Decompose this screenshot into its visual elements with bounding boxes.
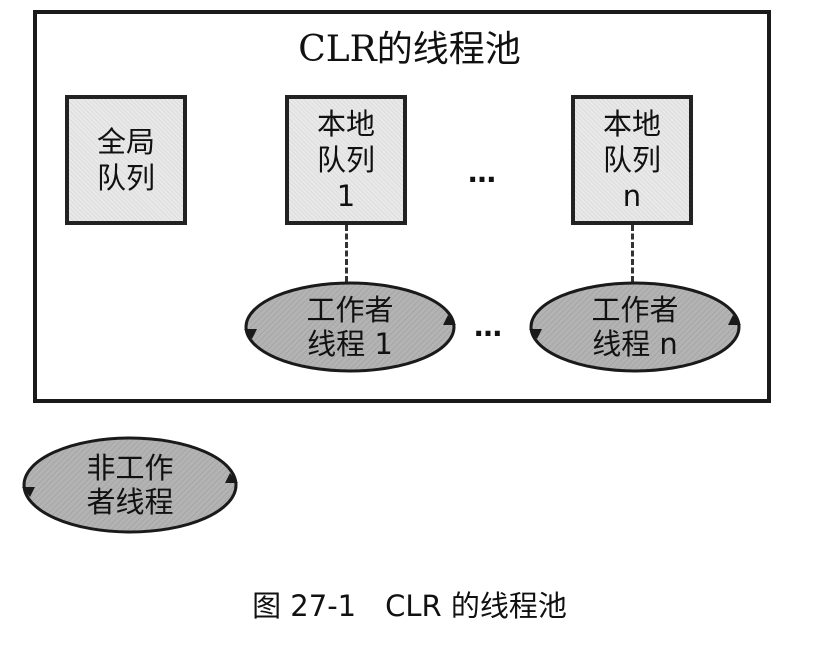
worker-thread-1-label-line2: 线程 1 bbox=[307, 327, 393, 361]
global-queue-label-line1: 全局 bbox=[96, 125, 155, 159]
local-queue-1-label-line2: 队列 bbox=[316, 143, 375, 177]
worker-thread-n-label-line2: 线程 n bbox=[592, 327, 678, 361]
worker-thread-n: 工作者 线程 n bbox=[527, 279, 743, 375]
worker-thread-1-label-line1: 工作者 bbox=[306, 293, 394, 327]
non-worker-thread-label-line2: 者线程 bbox=[86, 485, 174, 519]
local-queue-n-label-line1: 本地 bbox=[602, 107, 661, 141]
worker-thread-n-label-line1: 工作者 bbox=[591, 293, 679, 327]
figure-caption: 图 27-1 CLR 的线程池 bbox=[252, 589, 567, 623]
local-queue-n-box: 本地 队列 n bbox=[571, 95, 693, 225]
non-worker-thread-label-line1: 非工作 bbox=[86, 451, 174, 485]
global-queue-label-line2: 队列 bbox=[96, 161, 155, 195]
workers-ellipsis: … bbox=[474, 310, 504, 343]
local-queue-1-label-line3: 1 bbox=[336, 179, 356, 213]
non-worker-thread: 非工作 者线程 bbox=[20, 434, 240, 536]
queues-ellipsis: … bbox=[468, 156, 498, 189]
local-queue-1-box: 本地 队列 1 bbox=[285, 95, 407, 225]
local-queue-n-label-line2: 队列 bbox=[602, 143, 661, 177]
worker-thread-1-ellipse bbox=[244, 281, 456, 373]
queue-n-to-worker-n-link bbox=[631, 225, 634, 282]
worker-thread-n-ellipse bbox=[529, 281, 741, 373]
pool-title: CLR的线程池 bbox=[298, 29, 521, 70]
queue-1-to-worker-1-link bbox=[345, 225, 348, 282]
worker-thread-1: 工作者 线程 1 bbox=[242, 279, 458, 375]
local-queue-n-label-line3: n bbox=[622, 179, 642, 213]
non-worker-thread-ellipse bbox=[22, 436, 238, 534]
local-queue-1-label-line1: 本地 bbox=[316, 107, 375, 141]
global-queue-box: 全局 队列 bbox=[65, 95, 187, 225]
